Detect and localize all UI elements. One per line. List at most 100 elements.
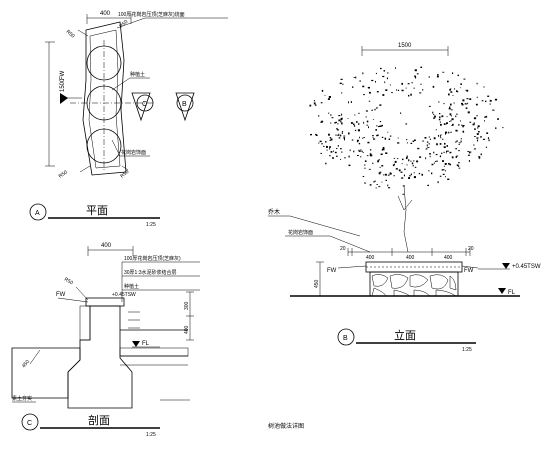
canopy-dot xyxy=(366,124,369,126)
canopy-dot xyxy=(437,74,439,76)
canopy-dot xyxy=(324,95,326,96)
plan-corner-label-3: R50 xyxy=(58,169,69,179)
canopy-dot xyxy=(476,137,479,139)
canopy-dot xyxy=(406,155,408,158)
canopy-dot xyxy=(368,100,371,102)
canopy-dot xyxy=(484,120,485,122)
canopy-dot xyxy=(420,66,423,68)
canopy-dot xyxy=(395,67,396,69)
canopy-dot xyxy=(374,180,376,182)
canopy-dot xyxy=(482,138,486,140)
canopy-dot xyxy=(439,175,442,177)
canopy-dot xyxy=(426,141,429,143)
canopy-dot xyxy=(356,140,359,143)
plan-fw-label: FW xyxy=(60,70,66,80)
canopy-dot xyxy=(439,135,441,137)
canopy-dot xyxy=(480,153,482,156)
canopy-dot xyxy=(442,173,445,175)
canopy-dot xyxy=(354,114,356,116)
canopy-dot xyxy=(458,144,460,145)
canopy-dot xyxy=(329,148,331,150)
plan-dim-top: 400 xyxy=(100,11,111,17)
canopy-dot xyxy=(443,151,445,153)
canopy-dot xyxy=(449,151,452,154)
canopy-dot xyxy=(469,98,472,100)
canopy-dot xyxy=(429,155,431,158)
canopy-dot xyxy=(375,80,376,83)
canopy-dot xyxy=(357,155,359,156)
plan-leader-mid: 种植土 xyxy=(130,71,145,78)
canopy-dot xyxy=(410,173,412,176)
canopy-dot xyxy=(429,138,431,140)
canopy-dot xyxy=(438,134,439,137)
canopy-dot xyxy=(382,75,385,78)
canopy-dot xyxy=(432,85,435,88)
canopy-dot xyxy=(449,121,450,122)
canopy-dot xyxy=(448,93,450,95)
canopy-dot xyxy=(371,109,373,111)
plan-title-marker xyxy=(29,203,47,221)
canopy-dot xyxy=(341,113,343,116)
canopy-dot xyxy=(364,182,367,184)
canopy-dot xyxy=(320,121,322,123)
canopy-dot xyxy=(343,135,346,137)
canopy-dot xyxy=(319,140,322,143)
canopy-dot xyxy=(413,172,415,174)
canopy-dot xyxy=(328,133,330,136)
canopy-dot xyxy=(435,144,438,146)
canopy-dot xyxy=(431,172,433,175)
canopy-dot xyxy=(329,155,331,157)
plan-section-mark-1: C xyxy=(142,101,147,108)
canopy-dot xyxy=(329,146,331,148)
canopy-dot xyxy=(461,104,464,106)
canopy-dot xyxy=(338,133,340,136)
canopy-dot xyxy=(441,152,443,154)
canopy-dot xyxy=(369,184,372,186)
canopy-dot xyxy=(338,137,341,139)
canopy-dot xyxy=(435,129,437,131)
elevation-fl-label: FL xyxy=(508,290,516,296)
section-r-label: R50 xyxy=(63,277,74,287)
elevation-dim-top: 1500 xyxy=(398,43,412,49)
canopy-dot xyxy=(450,120,452,122)
canopy-dot xyxy=(439,113,441,115)
canopy-dot xyxy=(450,109,453,111)
canopy-dot xyxy=(441,138,444,140)
canopy-dot xyxy=(487,95,490,97)
canopy-dot xyxy=(336,128,338,130)
canopy-dot xyxy=(408,159,410,162)
canopy-dot xyxy=(355,76,357,79)
canopy-dot xyxy=(455,141,457,143)
canopy-dot xyxy=(402,193,405,195)
canopy-dot xyxy=(443,165,446,167)
canopy-dot xyxy=(426,144,428,147)
canopy-dot xyxy=(458,142,461,144)
canopy-dot xyxy=(362,85,365,88)
canopy-dot xyxy=(368,168,371,170)
canopy-dot xyxy=(368,126,369,129)
canopy-dot xyxy=(473,117,477,120)
canopy-dot xyxy=(397,158,399,160)
canopy-dot xyxy=(363,137,365,138)
canopy-dot xyxy=(460,138,462,140)
canopy-dot xyxy=(326,145,328,148)
canopy-dot xyxy=(359,136,360,139)
canopy-dot xyxy=(435,154,438,156)
elevation-title: 立面 xyxy=(394,328,416,342)
elevation-scale-note: 1:25 xyxy=(462,347,472,353)
canopy-dot xyxy=(353,123,355,126)
section-view: 400 100厚花岗岩压顶(芝麻灰) 30厚1:3水泥砂浆结合层 种植土 R50… xyxy=(11,243,200,438)
canopy-dot xyxy=(330,138,333,141)
canopy-dot xyxy=(405,87,407,89)
canopy-dot xyxy=(453,102,455,104)
canopy-dot xyxy=(320,102,323,104)
canopy-dot xyxy=(495,127,497,129)
canopy-dot xyxy=(383,70,385,72)
canopy-dot xyxy=(484,116,487,118)
canopy-dot xyxy=(462,125,464,128)
canopy-dot xyxy=(451,125,454,126)
elevation-leader-2: 花岗岩饰面 xyxy=(288,229,313,236)
canopy-dot xyxy=(445,123,447,125)
canopy-dot xyxy=(481,100,484,102)
elevation-level-note: +0.45TSW xyxy=(512,264,541,270)
